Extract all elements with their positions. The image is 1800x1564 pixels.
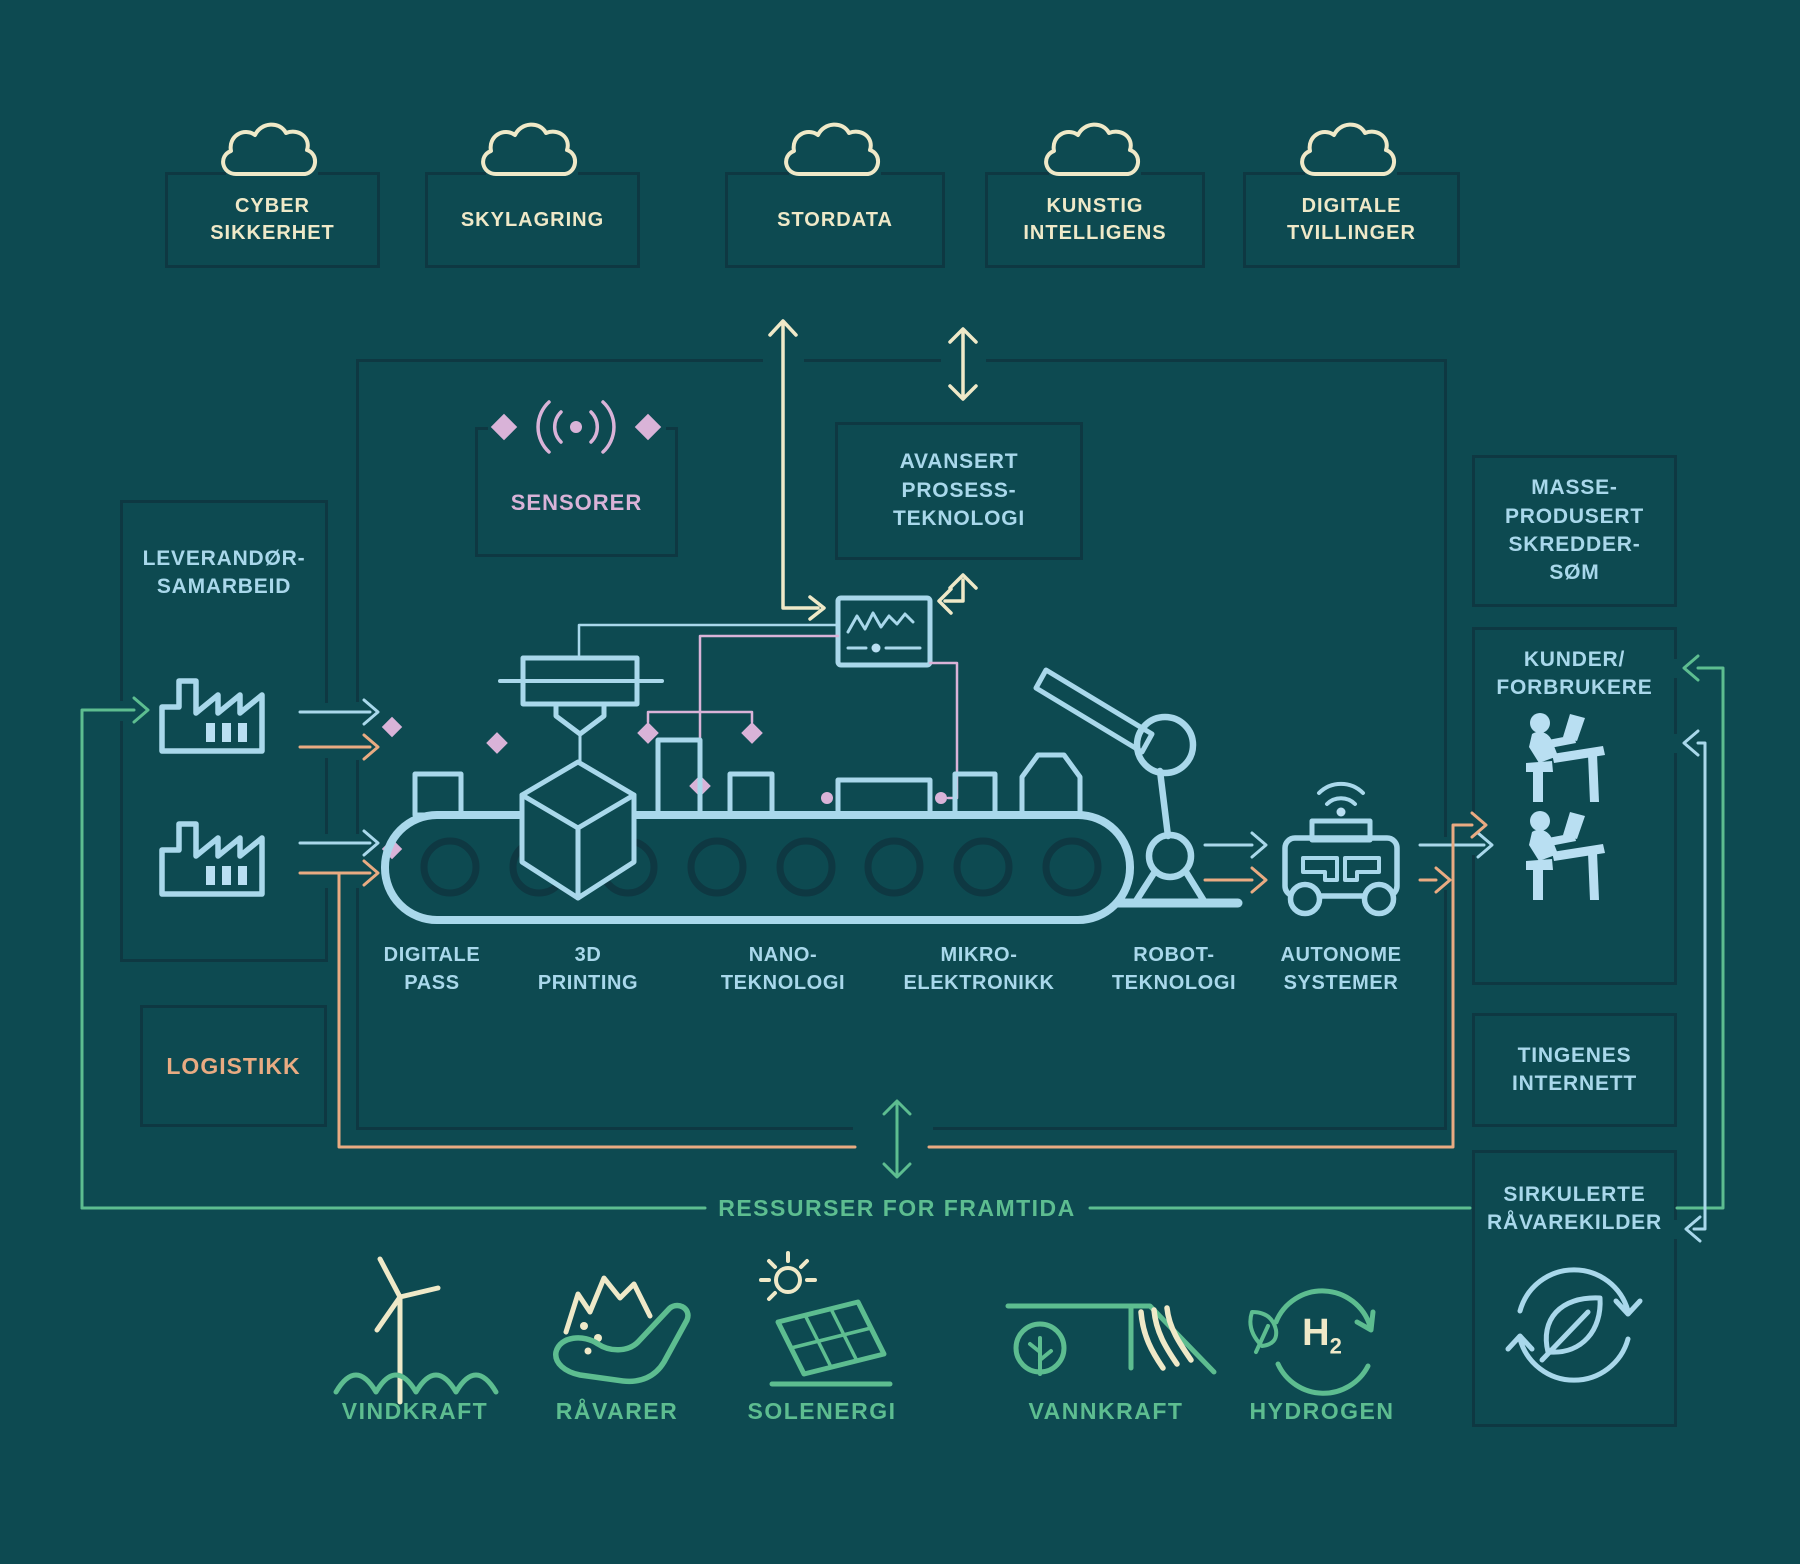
belt-label-digitale-pass: DIGITALE PASS — [383, 944, 481, 994]
box-label: TINGENES INTERNETT — [1511, 1043, 1638, 1095]
hydrogen-symbol: H2 — [1302, 1312, 1342, 1360]
border-gap — [351, 834, 362, 888]
border-gap — [114, 701, 125, 721]
border-gap — [488, 422, 666, 433]
border-gap — [1049, 167, 1141, 177]
box-label: CYBER SIKKERHET — [210, 195, 335, 244]
border-gap — [1441, 837, 1452, 890]
h2-letter: H — [1302, 1312, 1330, 1354]
box-label: SIRKULERTE RÅVAREKILDER — [1487, 1183, 1662, 1235]
box-label: MASSE- PRODUSERT SKREDDER- SØM — [1504, 476, 1645, 585]
box-cyber-sikkerhet: CYBER SIKKERHET — [165, 172, 380, 268]
energy-label-hydrogen: HYDROGEN — [1249, 1398, 1395, 1424]
border-gap — [1305, 167, 1397, 177]
box-label: LOGISTIKK — [166, 1052, 301, 1079]
box-stordata: STORDATA — [725, 172, 945, 268]
box-label: STORDATA — [777, 208, 893, 231]
box-skylagring: SKYLAGRING — [425, 172, 640, 268]
border-gap — [322, 703, 333, 758]
border-gap — [486, 167, 578, 177]
hydro-dam-icon — [1005, 1303, 1217, 1376]
box-sensorer: SENSORER — [475, 427, 678, 557]
border-gap — [1671, 734, 1682, 753]
resources-banner: RESSURSER FOR FRAMTIDA — [718, 1195, 1076, 1221]
belt-label-robotteknologi: ROBOT- TEKNOLOGI — [1111, 944, 1237, 994]
box-logistikk: LOGISTIKK — [140, 1005, 327, 1127]
box-label: LEVERANDØR- SAMARBEID — [142, 547, 306, 599]
h2-subscript: 2 — [1329, 1333, 1342, 1359]
border-gap — [1671, 659, 1682, 678]
box-kunstig-intelligens: KUNSTIG INTELLIGENS — [985, 172, 1205, 268]
energy-label-ravarer: RÅVARER — [555, 1398, 679, 1424]
border-gap — [941, 355, 986, 365]
box-label: AVANSERT PROSESS- TEKNOLOGI — [892, 450, 1026, 531]
box-leverandor-samarbeid: LEVERANDØR- SAMARBEID — [120, 500, 328, 962]
belt-label-3d-printing: 3D PRINTING — [537, 944, 639, 994]
energy-label-vannkraft: VANNKRAFT — [1028, 1398, 1184, 1424]
energy-label-vindkraft: VINDKRAFT — [341, 1398, 489, 1424]
wind-turbine-icon — [333, 1256, 499, 1405]
box-kunder-forbrukere: KUNDER/ FORBRUKERE — [1472, 627, 1677, 985]
solar-panel-icon — [759, 1251, 893, 1387]
box-label: KUNSTIG INTELLIGENS — [1023, 195, 1167, 244]
box-label: SKYLAGRING — [460, 208, 605, 231]
box-sirkulerte-ravarekilder: SIRKULERTE RÅVAREKILDER — [1472, 1150, 1677, 1427]
border-gap — [322, 834, 333, 888]
energy-label-solenergi: SOLENERGI — [747, 1398, 897, 1424]
border-gap — [789, 167, 881, 177]
box-avansert-prosessteknologi: AVANSERT PROSESS- TEKNOLOGI — [835, 422, 1083, 560]
box-tingenes-internett: TINGENES INTERNETT — [1472, 1013, 1677, 1127]
box-label: KUNDER/ FORBRUKERE — [1496, 648, 1653, 700]
box-label: SENSORER — [510, 490, 643, 515]
box-masseprodusert-skreddersom: MASSE- PRODUSERT SKREDDER- SØM — [1472, 455, 1677, 607]
belt-label-autonome-systemer: AUTONOME SYSTEMER — [1280, 944, 1402, 994]
hand-ore-icon — [553, 1275, 691, 1385]
border-gap — [1466, 816, 1477, 855]
border-gap — [351, 702, 362, 760]
box-label: DIGITALE TVILLINGER — [1287, 195, 1416, 244]
circular-loop-line — [1682, 729, 1707, 1243]
belt-label-mikroelektronikk: MIKRO- ELEKTRONIKK — [903, 944, 1055, 994]
belt-label-nanoteknologi: NANO- TEKNOLOGI — [720, 944, 846, 994]
border-gap — [1671, 1220, 1682, 1239]
border-gap — [763, 355, 804, 365]
border-gap — [853, 1124, 933, 1135]
box-digitale-tvillinger: DIGITALE TVILLINGER — [1243, 172, 1460, 268]
border-gap — [226, 167, 318, 177]
